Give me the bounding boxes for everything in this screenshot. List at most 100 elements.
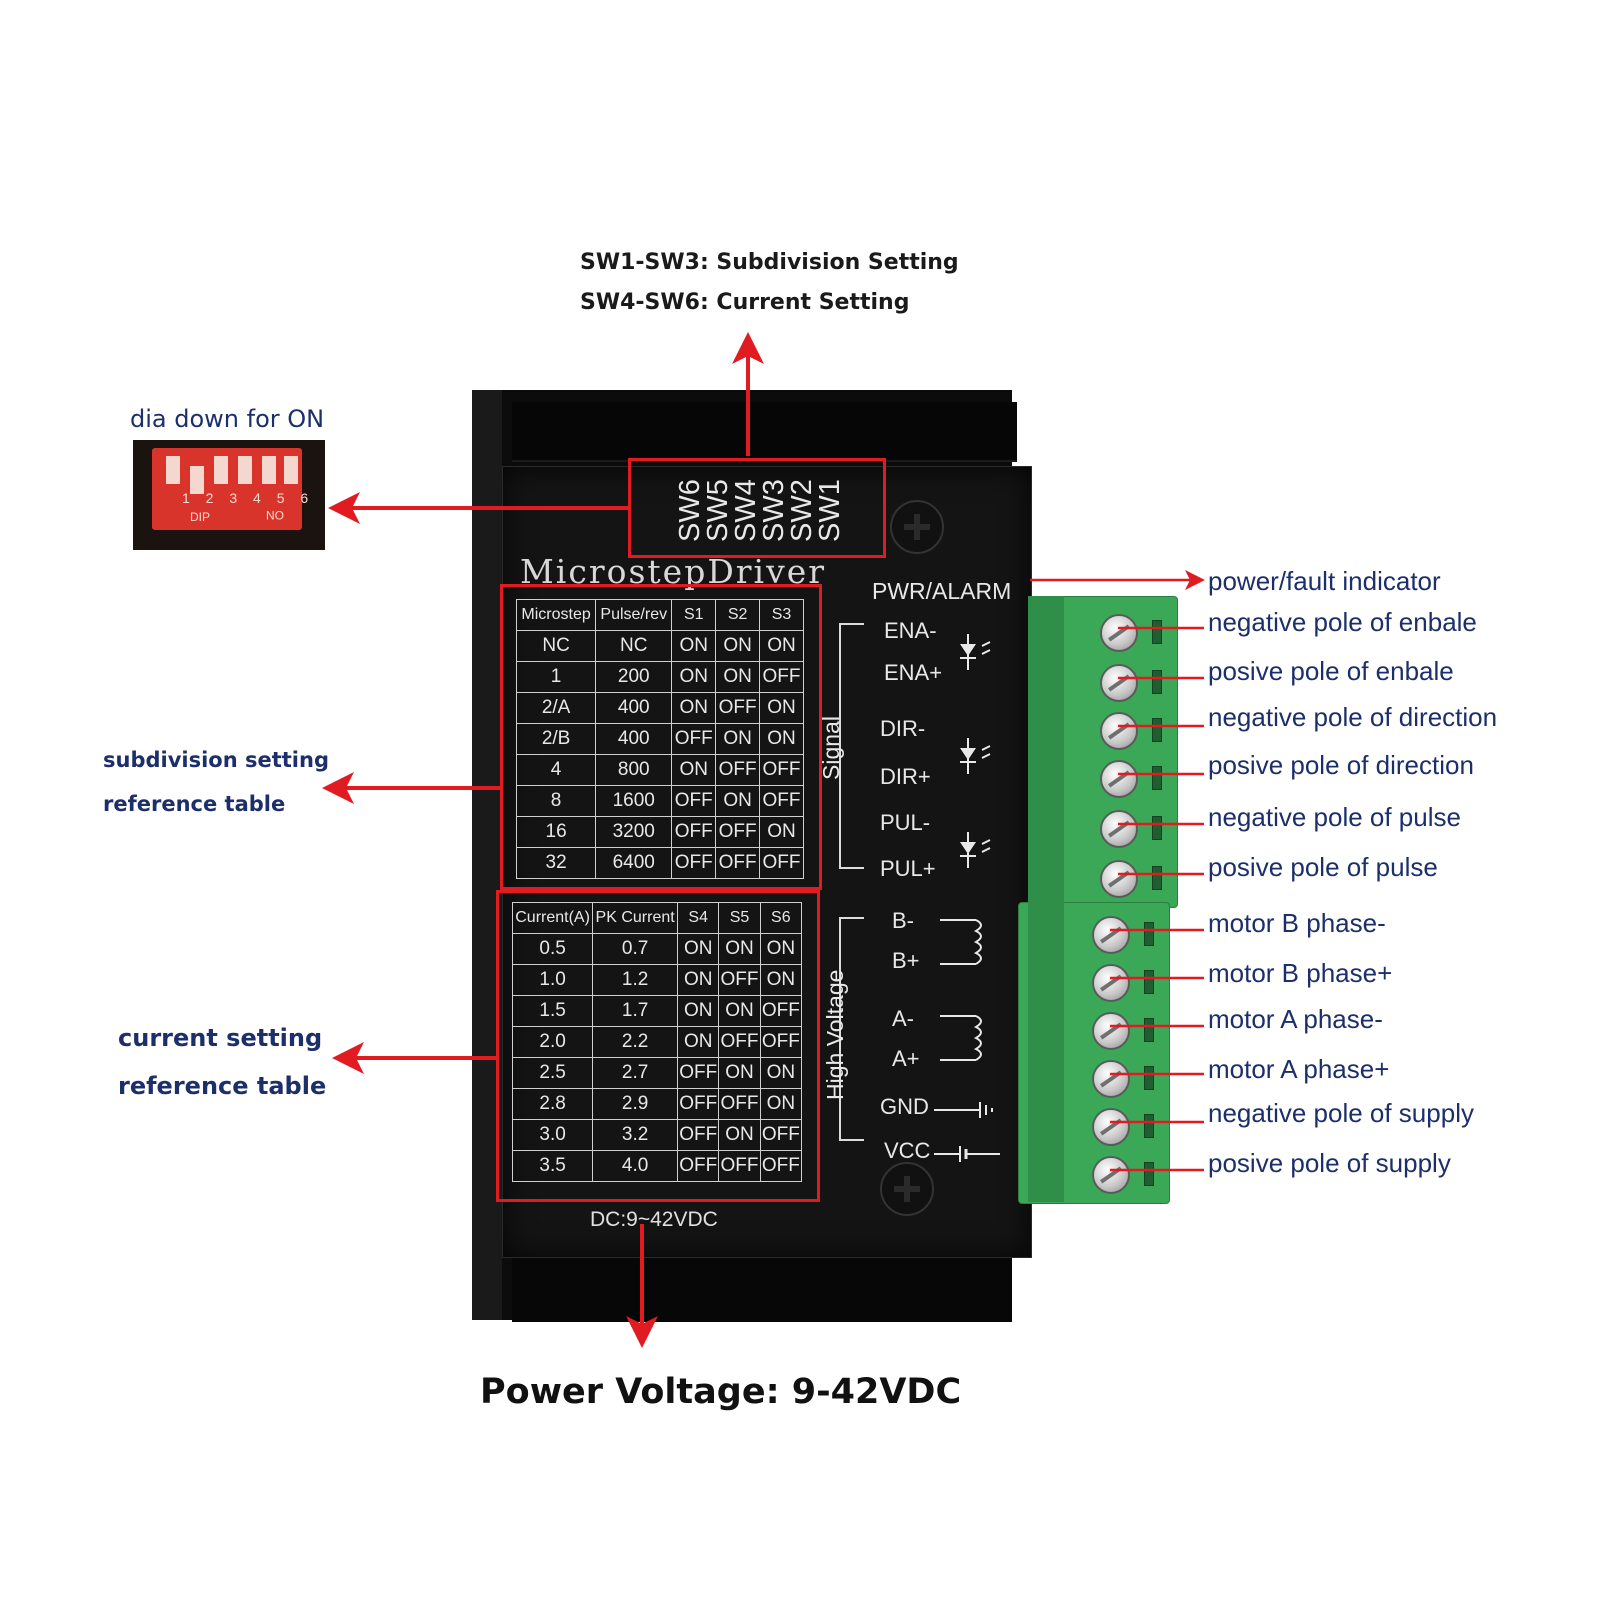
table-cell: ON bbox=[718, 1119, 761, 1151]
table-cell: ON bbox=[718, 1057, 761, 1089]
mounting-screw-icon bbox=[890, 500, 944, 554]
table-cell: ON bbox=[677, 933, 720, 965]
table-cell: 800 bbox=[595, 754, 673, 786]
table-cell: ON bbox=[759, 1057, 803, 1089]
table-cell: 3.5 bbox=[511, 1150, 594, 1182]
terminal-screw-icon[interactable] bbox=[1100, 712, 1138, 750]
terminal-slot bbox=[1152, 620, 1162, 644]
table-cell: OFF bbox=[715, 847, 761, 879]
table-cell: 3.2 bbox=[592, 1119, 679, 1151]
terminal-screw-icon[interactable] bbox=[1092, 1156, 1130, 1194]
table-cell: 200 bbox=[595, 661, 673, 693]
power-voltage-label: Power Voltage: 9-42VDC bbox=[480, 1372, 962, 1412]
table-cell: 400 bbox=[595, 723, 673, 755]
table-cell: 1 bbox=[515, 661, 597, 693]
header-current-setting: SW4-SW6: Current Setting bbox=[580, 290, 910, 315]
table-cell: 1600 bbox=[595, 785, 673, 817]
dip-knob bbox=[262, 456, 276, 484]
label-a-plus: motor A phase+ bbox=[1208, 1054, 1390, 1084]
label-pul-minus: negative pole of pulse bbox=[1208, 802, 1461, 832]
terminal-screw-icon[interactable] bbox=[1092, 1060, 1130, 1098]
optocoupler-icon bbox=[960, 634, 991, 670]
table-cell: 3.0 bbox=[511, 1119, 594, 1151]
microstep-table-highlight bbox=[500, 584, 822, 890]
pin-label-b-minus: B- bbox=[892, 908, 914, 933]
terminal-slot bbox=[1144, 1018, 1154, 1042]
table-cell: ON bbox=[759, 723, 804, 755]
table-cell: OFF bbox=[677, 1150, 720, 1182]
pin-label-gnd: GND bbox=[880, 1094, 929, 1119]
current-label-line1: current setting bbox=[118, 1024, 323, 1052]
table-cell: OFF bbox=[671, 785, 717, 817]
table-cell: 2.5 bbox=[511, 1057, 594, 1089]
battery-icon bbox=[934, 1146, 1000, 1162]
table-cell: 6400 bbox=[595, 847, 673, 879]
table-header: Pulse/rev bbox=[595, 599, 673, 631]
table-cell: OFF bbox=[715, 754, 761, 786]
terminal-screw-icon[interactable] bbox=[1100, 810, 1138, 848]
pin-label-b-plus: B+ bbox=[892, 948, 920, 973]
table-cell: OFF bbox=[759, 1150, 803, 1182]
table-cell: 1.5 bbox=[511, 995, 594, 1027]
pin-label-pul-plus: PUL+ bbox=[880, 856, 936, 881]
heatsink-top bbox=[512, 402, 1017, 462]
terminal-slot bbox=[1144, 1162, 1154, 1186]
terminal-slot bbox=[1152, 670, 1162, 694]
terminal-screw-icon[interactable] bbox=[1100, 860, 1138, 898]
subdivision-label-line1: subdivision setting bbox=[103, 748, 329, 772]
terminal-screw-icon[interactable] bbox=[1100, 760, 1138, 798]
table-cell: ON bbox=[759, 816, 804, 848]
dip-knob bbox=[214, 456, 228, 484]
coil-a-icon bbox=[940, 1015, 982, 1061]
pin-label-dir-plus: DIR+ bbox=[880, 764, 931, 789]
label-b-plus: motor B phase+ bbox=[1208, 958, 1393, 988]
terminal-screw-icon[interactable] bbox=[1100, 614, 1138, 652]
terminal-slot bbox=[1144, 922, 1154, 946]
table-cell: 4 bbox=[515, 754, 597, 786]
table-header: S2 bbox=[715, 599, 761, 631]
mounting-screw-icon bbox=[880, 1162, 934, 1216]
terminal-screw-icon[interactable] bbox=[1092, 964, 1130, 1002]
heatsink-bottom bbox=[512, 1252, 1012, 1322]
terminal-slot bbox=[1144, 1066, 1154, 1090]
label-dir-plus: posive pole of direction bbox=[1208, 750, 1474, 780]
terminal-slot bbox=[1152, 866, 1162, 890]
table-header: S1 bbox=[671, 599, 717, 631]
label-a-minus: motor A phase- bbox=[1208, 1004, 1383, 1034]
terminal-slot bbox=[1144, 1114, 1154, 1138]
table-cell: ON bbox=[759, 964, 803, 996]
table-cell: ON bbox=[759, 630, 804, 662]
terminal-screw-icon[interactable] bbox=[1100, 664, 1138, 702]
terminal-screw-icon[interactable] bbox=[1092, 1108, 1130, 1146]
pin-label-pul-minus: PUL- bbox=[880, 810, 931, 835]
pin-label-ena-minus: ENA- bbox=[884, 618, 937, 643]
table-cell: OFF bbox=[671, 816, 717, 848]
header-subdivision-setting: SW1-SW3: Subdivision Setting bbox=[580, 250, 959, 275]
label-ena-plus: posive pole of enbale bbox=[1208, 656, 1454, 686]
terminal-screw-icon[interactable] bbox=[1092, 1012, 1130, 1050]
table-cell: OFF bbox=[715, 692, 761, 724]
terminal-slot bbox=[1152, 816, 1162, 840]
table-cell: 0.5 bbox=[511, 933, 594, 965]
terminal-screw-icon[interactable] bbox=[1092, 916, 1130, 954]
table-cell: OFF bbox=[671, 847, 717, 879]
table-cell: 2.0 bbox=[511, 1026, 594, 1058]
table-cell: ON bbox=[677, 964, 720, 996]
label-vcc: posive pole of supply bbox=[1208, 1148, 1451, 1178]
table-cell: ON bbox=[671, 692, 717, 724]
dc-voltage-label: DC:9~42VDC bbox=[590, 1208, 718, 1231]
table-cell: OFF bbox=[759, 785, 804, 817]
subdivision-label-line2: reference table bbox=[103, 792, 286, 816]
ground-icon bbox=[934, 1102, 993, 1118]
table-cell: ON bbox=[671, 630, 717, 662]
dip-note: dia down for ON bbox=[130, 405, 325, 433]
